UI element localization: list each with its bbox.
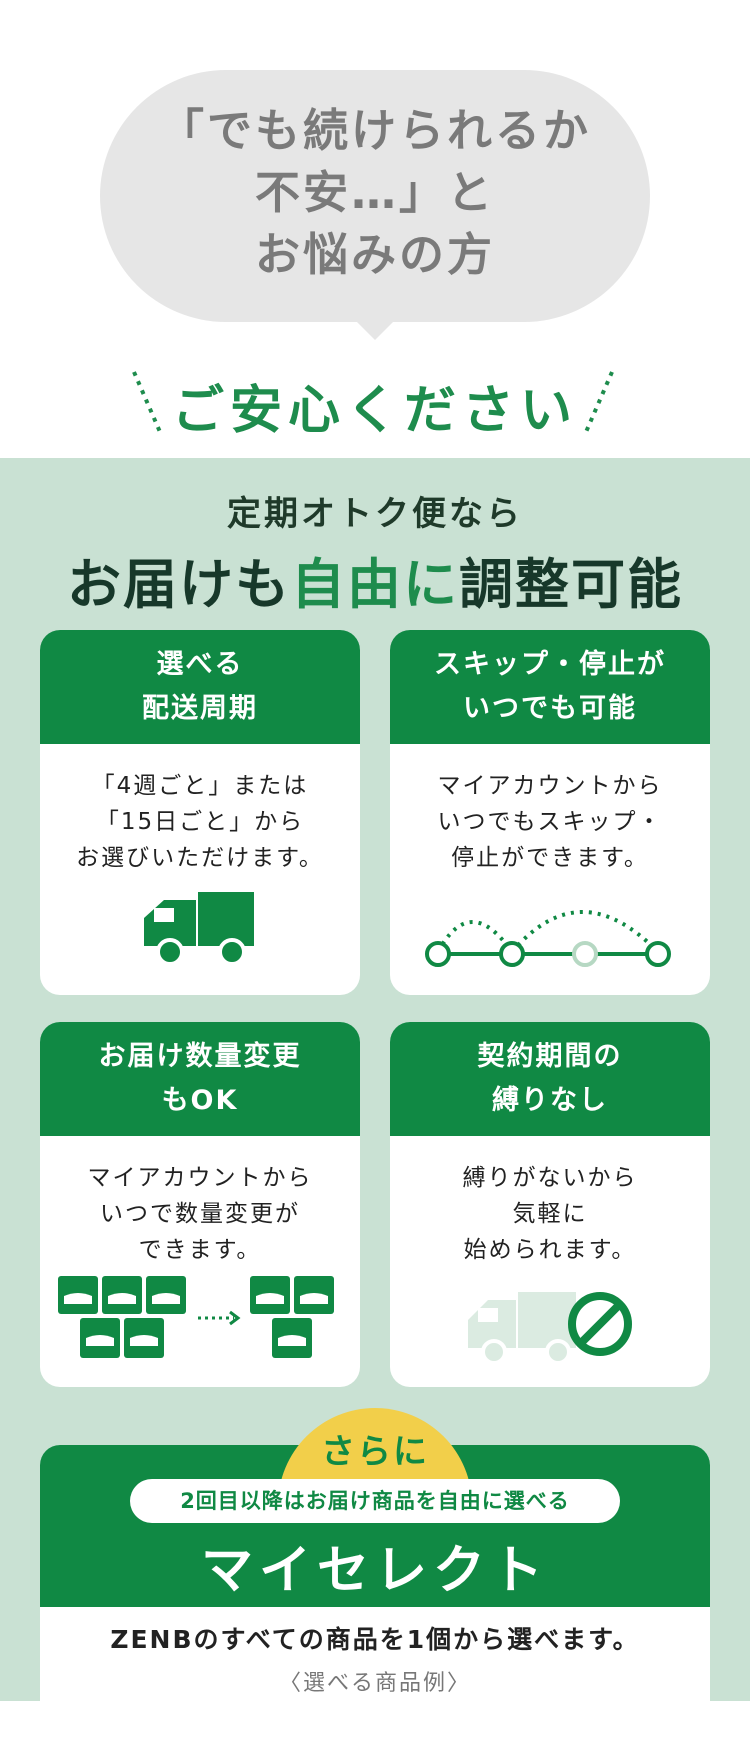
card-title-line: 契約期間の [477, 1041, 623, 1072]
section-subtitle: 定期オトク便なら [227, 494, 523, 534]
benefit-card-delivery-cycle: 選べる 配送周期 「4週ごと」または 「15日ごと」から お選びいただけます。 [40, 630, 360, 995]
myselect-example-label: 〈選べる商品例〉 [278, 1671, 471, 1696]
card-text-line: いつでもスキップ・ [437, 809, 663, 835]
card-text-line: いつで数量変更が [100, 1201, 300, 1227]
card-header: お届け数量変更 もOK [40, 1022, 360, 1136]
card-title-line: 縛りなし [492, 1085, 608, 1116]
section-title: お届けも自由に調整可能 [0, 540, 750, 619]
delivery-truck-icon [40, 892, 360, 972]
myselect-pill: 2回目以降はお届け商品を自由に選べる [130, 1479, 620, 1523]
title-part: お届けも [67, 553, 291, 616]
speech-bubble [100, 70, 650, 322]
card-body: 縛りがないから 気軽に 始められます。 [390, 1136, 710, 1268]
emphasis-dashes-right-icon [584, 371, 614, 434]
no-contract-icon [390, 1288, 710, 1372]
card-title-line: お届け数量変更 [98, 1041, 302, 1072]
card-text-line: マイアカウントから [437, 773, 663, 799]
card-text-line: 停止ができます。 [451, 845, 649, 871]
emphasis-dashes-left-icon [132, 371, 162, 434]
title-highlight: 自由に [291, 553, 459, 616]
skip-timeline-icon [390, 892, 710, 976]
benefit-card-no-contract: 契約期間の 縛りなし 縛りがないから 気軽に 始められます。 [390, 1022, 710, 1387]
card-text-line: 縛りがないから [462, 1165, 638, 1191]
quantity-change-icon [40, 1274, 360, 1374]
card-text-line: 気軽に [512, 1201, 588, 1227]
card-text-line: 始められます。 [463, 1237, 637, 1263]
myselect-title: マイセレクト [200, 1541, 549, 1601]
card-body: マイアカウントから いつでもスキップ・ 停止ができます。 [390, 744, 710, 876]
benefit-card-quantity: お届け数量変更 もOK マイアカウントから いつで数量変更が できます。 [40, 1022, 360, 1387]
card-header: 契約期間の 縛りなし [390, 1022, 710, 1136]
sarani-label: さらに [321, 1432, 429, 1472]
benefit-card-skip-stop: スキップ・停止が いつでも可能 マイアカウントから いつでもスキップ・ 停止がで… [390, 630, 710, 995]
bubble-line: 不安…」と [254, 166, 495, 219]
reassure-heading: ご安心ください [171, 381, 578, 441]
card-header: 選べる 配送周期 [40, 630, 360, 744]
speech-bubble-tail [353, 318, 397, 340]
myselect-description: ZENBのすべての商品を1個から選べます。 [110, 1625, 640, 1654]
title-part: 調整可能 [459, 553, 683, 616]
card-title-line: 選べる [156, 649, 244, 680]
card-text-line: 「4週ごと」または [91, 773, 309, 799]
card-title-line: 配送周期 [142, 693, 258, 724]
bubble-line: 「でも続けられるか [158, 104, 591, 157]
card-text-line: マイアカウントから [87, 1165, 313, 1191]
card-title-line: もOK [161, 1085, 239, 1116]
card-body: 「4週ごと」または 「15日ごと」から お選びいただけます。 [40, 744, 360, 876]
card-title-line: いつでも可能 [463, 693, 637, 724]
card-body: マイアカウントから いつで数量変更が できます。 [40, 1136, 360, 1268]
card-title-line: スキップ・停止が [434, 649, 666, 680]
card-text-line: お選びいただけます。 [76, 845, 324, 871]
bubble-line: お悩みの方 [254, 228, 495, 281]
card-text-line: 「15日ごと」から [95, 809, 305, 835]
speech-bubble-text: 「でも続けられるか 不安…」と お悩みの方 [100, 100, 650, 286]
card-header: スキップ・停止が いつでも可能 [390, 630, 710, 744]
card-text-line: できます。 [138, 1237, 262, 1263]
